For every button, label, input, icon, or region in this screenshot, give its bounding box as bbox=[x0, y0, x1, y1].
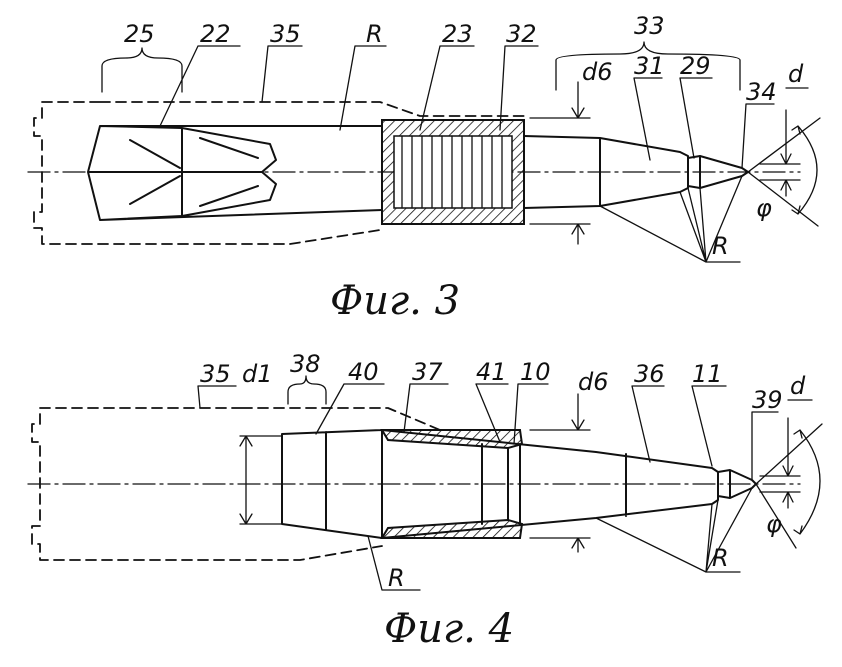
fig4-phi-angle bbox=[755, 423, 823, 549]
fig4-sleeve-inner bbox=[481, 443, 521, 525]
fig3-split-shank bbox=[87, 125, 383, 221]
fig4-label-r-left: R bbox=[388, 564, 405, 592]
fig4-label-r-right: R bbox=[712, 544, 729, 572]
fig4-d-dimension bbox=[759, 417, 801, 509]
figure-4: 35 d1 38 40 37 41 10 d6 36 11 39 d φ R R… bbox=[27, 350, 823, 652]
fig3-label-32: 32 bbox=[506, 20, 537, 48]
fig3-label-phi: φ bbox=[756, 194, 772, 222]
fig4-d1-dimension bbox=[239, 435, 283, 525]
fig3-label-35: 35 bbox=[270, 20, 301, 48]
fig3-label-d6: d6 bbox=[582, 58, 613, 86]
fig3-d6-dimension bbox=[529, 81, 591, 245]
fig3-d-dimension bbox=[759, 109, 801, 197]
fig4-label-d1: d1 bbox=[242, 360, 273, 388]
fig3-tapered-tip bbox=[523, 135, 749, 209]
fig3-phi-angle bbox=[747, 117, 821, 227]
fig3-holder-outline bbox=[33, 101, 526, 245]
fig3-label-d: d bbox=[788, 60, 804, 88]
fig3-label-31: 31 bbox=[634, 52, 665, 80]
fig4-d6-dimension bbox=[529, 393, 591, 553]
fig4-label-35: 35 bbox=[200, 360, 231, 388]
fig3-label-29: 29 bbox=[680, 52, 711, 80]
fig3-label-33: 33 bbox=[634, 12, 665, 40]
fig4-label-41: 41 bbox=[476, 358, 507, 386]
fig4-caption: Фиг. 4 bbox=[384, 606, 514, 652]
fig3-label-leaders bbox=[101, 41, 809, 169]
figure-3: 25 22 35 R 23 32 33 d6 31 29 34 d φ R Фи… bbox=[27, 12, 821, 324]
fig4-label-11: 11 bbox=[692, 360, 723, 388]
fig4-label-38: 38 bbox=[290, 350, 321, 378]
fig4-sleeve-top bbox=[380, 429, 524, 450]
fig4-label-10: 10 bbox=[520, 358, 551, 386]
fig4-label-36: 36 bbox=[634, 360, 665, 388]
fig3-caption: Фиг. 3 bbox=[330, 278, 460, 324]
fig3-label-25: 25 bbox=[124, 20, 155, 48]
fig3-label-22: 22 bbox=[200, 20, 231, 48]
fig4-label-39: 39 bbox=[752, 386, 783, 414]
fig4-label-phi: φ bbox=[766, 510, 782, 538]
fig3-label-23: 23 bbox=[442, 20, 473, 48]
fig3-thread-lines bbox=[401, 135, 503, 209]
fig4-label-d: d bbox=[790, 372, 806, 400]
fig3-r-leaders bbox=[599, 175, 743, 263]
fig4-sleeve-bottom bbox=[380, 518, 524, 539]
fig3-label-r-top: R bbox=[366, 20, 383, 48]
fig4-label-37: 37 bbox=[412, 358, 443, 386]
fig4-r-leaders bbox=[367, 487, 753, 591]
fig4-label-d6: d6 bbox=[578, 368, 609, 396]
fig3-label-r-bottom: R bbox=[712, 232, 729, 260]
fig3-label-34: 34 bbox=[746, 78, 777, 106]
fig4-label-40: 40 bbox=[348, 358, 379, 386]
fig4-holder-outline bbox=[31, 407, 441, 561]
fig4-label-leaders bbox=[197, 375, 813, 481]
